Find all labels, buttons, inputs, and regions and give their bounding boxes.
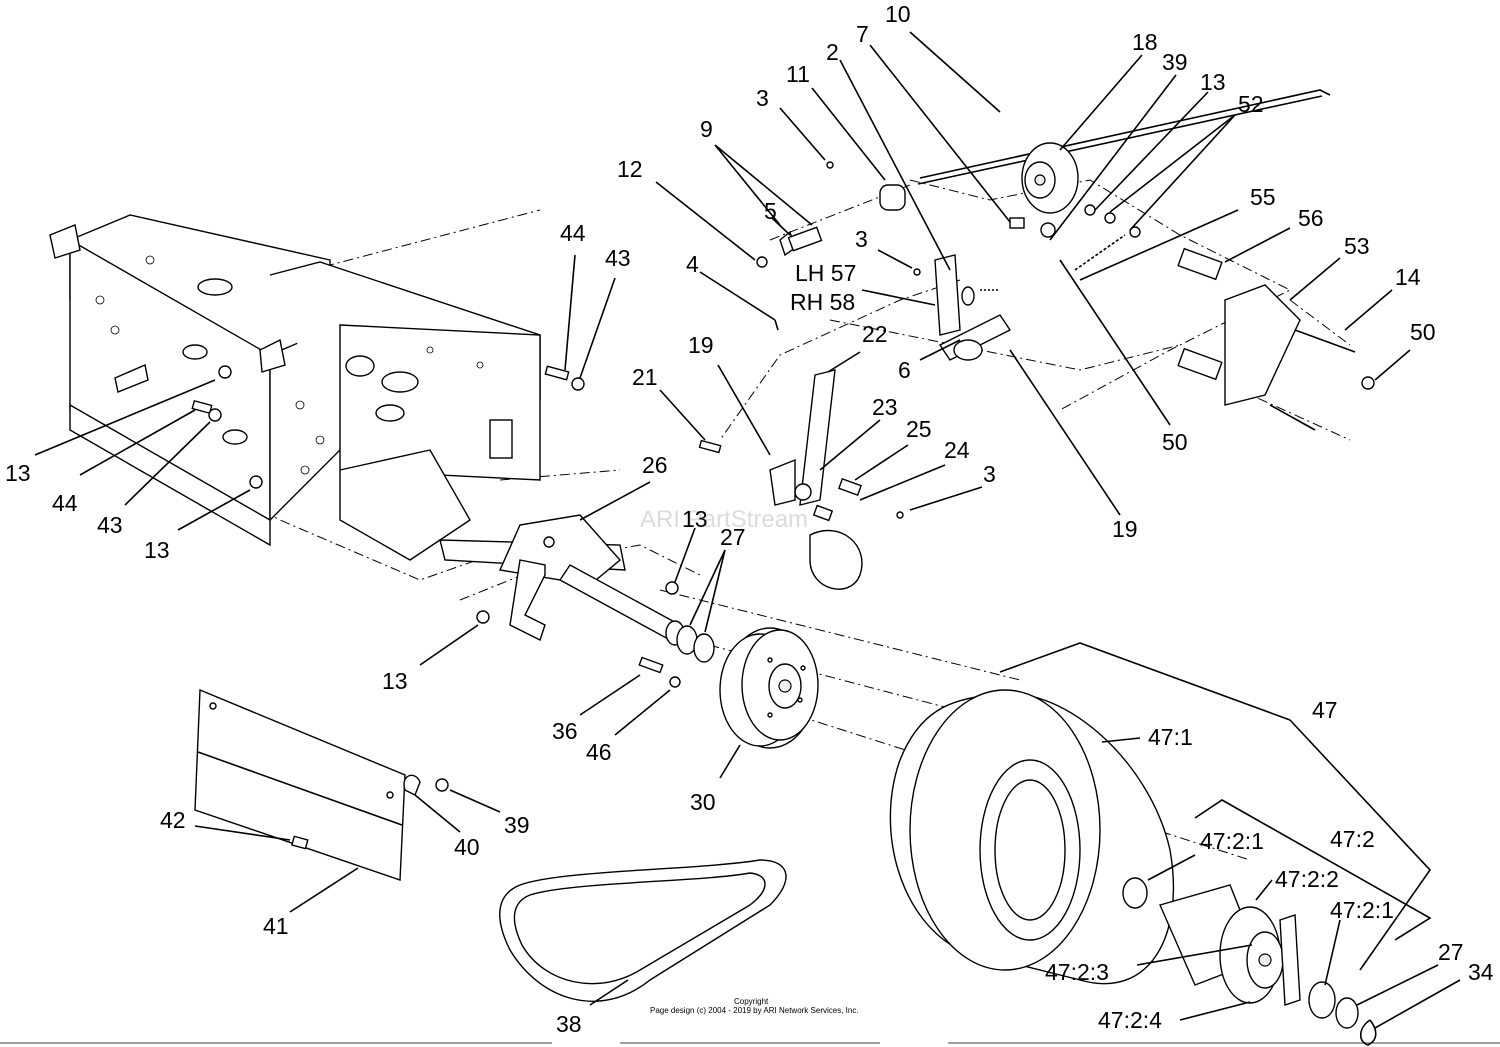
callout-label: 47:1 xyxy=(1148,724,1193,750)
callout-label: 38 xyxy=(556,1011,582,1037)
callout-labels: 10 2 7 18 39 13 52 11 3 9 12 5 3 LH 57 R… xyxy=(5,1,1494,1037)
watermark: ARI PartStream xyxy=(640,506,808,533)
callout-label: 27 xyxy=(1438,939,1464,965)
callout-label: 14 xyxy=(1395,264,1421,290)
callout-label: 13 xyxy=(382,668,408,694)
copyright-text: Copyright xyxy=(734,997,769,1006)
callout-label: 4 xyxy=(686,251,699,277)
callout-label: 34 xyxy=(1468,959,1494,985)
callout-label: 47:2:4 xyxy=(1098,1007,1162,1033)
leader-lines xyxy=(34,31,1461,1029)
callout-label: 11 xyxy=(786,61,810,87)
callout-label: 22 xyxy=(862,321,888,347)
callout-label: 46 xyxy=(586,739,612,765)
frame-fasteners xyxy=(191,365,585,489)
callout-label: 43 xyxy=(605,245,631,271)
callout-label: 56 xyxy=(1298,205,1324,231)
callout-label: 10 xyxy=(885,1,911,27)
callout-label: 41 xyxy=(263,913,289,939)
callout-label: 9 xyxy=(700,116,713,142)
callout-label: 43 xyxy=(97,512,123,538)
callout-label: 6 xyxy=(898,357,911,383)
callout-label: 19 xyxy=(1112,516,1138,542)
page-design-text: Page design (c) 2004 - 2019 by ARI Netwo… xyxy=(650,1006,859,1015)
callout-label: 47:2:2 xyxy=(1275,866,1339,892)
callout-label: 53 xyxy=(1344,233,1370,259)
callout-label: 13 xyxy=(144,537,170,563)
callout-label: 25 xyxy=(906,416,932,442)
callout-label: 13 xyxy=(1200,69,1226,95)
cover-plate-41 xyxy=(194,688,449,881)
callout-label: 13 xyxy=(682,506,708,532)
callout-label: 13 xyxy=(5,460,31,486)
callout-label: 5 xyxy=(764,198,777,224)
callout-label: 55 xyxy=(1250,184,1276,210)
axle-assembly xyxy=(439,514,715,688)
callout-label: 47:2 xyxy=(1330,826,1375,852)
callout-label: 3 xyxy=(855,226,868,252)
callout-label: 50 xyxy=(1410,319,1436,345)
callout-label: 39 xyxy=(504,812,530,838)
pulley-30 xyxy=(719,627,819,749)
callout-label: 52 xyxy=(1238,91,1264,117)
callout-label: 27 xyxy=(720,524,746,550)
idler-assembly xyxy=(826,89,1375,431)
callout-label: 36 xyxy=(552,718,578,744)
wheel-47 xyxy=(889,689,1377,1046)
callout-label: 44 xyxy=(52,490,78,516)
callout-label: 2 xyxy=(826,39,839,65)
callout-label: 18 xyxy=(1132,29,1158,55)
callout-label: 12 xyxy=(617,156,643,182)
callout-label: 47:2:3 xyxy=(1045,959,1109,985)
callout-label: RH 58 xyxy=(790,289,855,315)
callout-label: 26 xyxy=(642,452,668,478)
callout-label: 47:2:1 xyxy=(1330,897,1394,923)
callout-label: 24 xyxy=(944,437,970,463)
callout-label: 7 xyxy=(856,21,869,47)
callout-label: 30 xyxy=(690,789,716,815)
callout-label: 3 xyxy=(983,461,996,487)
callout-label: 21 xyxy=(632,364,658,390)
belt-38 xyxy=(499,859,787,1002)
chassis-frame xyxy=(49,214,541,561)
callout-label: 23 xyxy=(872,394,898,420)
callout-label: 42 xyxy=(160,807,186,833)
callout-label: 44 xyxy=(560,220,586,246)
callout-label: 19 xyxy=(688,332,714,358)
callout-label: 50 xyxy=(1162,429,1188,455)
callout-label: 40 xyxy=(454,834,480,860)
callout-label: 47:2:1 xyxy=(1200,828,1264,854)
brake-linkage xyxy=(698,226,904,590)
callout-label: 39 xyxy=(1162,49,1188,75)
callout-label: LH 57 xyxy=(795,260,856,286)
callout-label: 3 xyxy=(756,85,769,111)
callout-label: 47 xyxy=(1312,697,1338,723)
